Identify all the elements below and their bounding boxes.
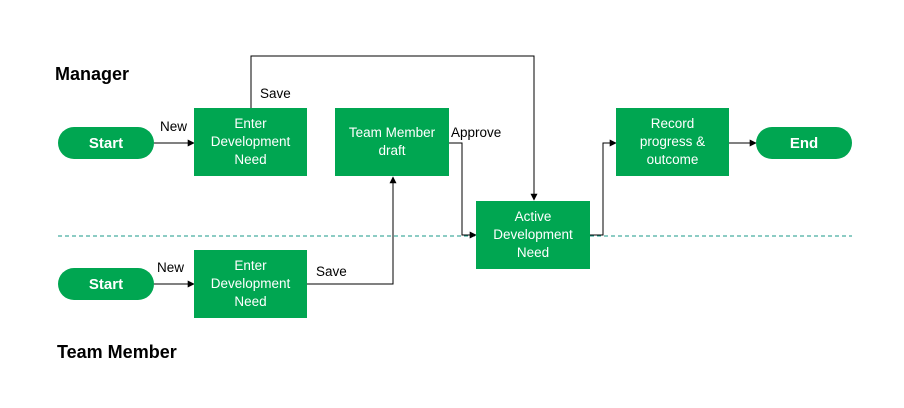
edge-label-tm-new: New — [157, 260, 185, 275]
lane-title-manager: Manager — [55, 64, 130, 84]
connector-approve-to-active — [449, 142, 477, 239]
edge-label-approve: Approve — [451, 125, 502, 140]
manager-enter-need-node: Enter Development Need — [194, 108, 307, 176]
node-label: Enter Development Need — [210, 116, 291, 167]
connector-active-to-record — [590, 139, 617, 236]
node-label: Team Member draft — [348, 125, 436, 158]
node-label: Start — [88, 134, 124, 152]
manager-start-node: Start — [58, 127, 154, 159]
team-member-start-node: Start — [58, 268, 154, 300]
end-node: End — [756, 127, 852, 159]
node-label: Active Development Need — [493, 209, 573, 260]
active-need-node: Active Development Need — [476, 201, 590, 269]
edge-label-manager-save: Save — [260, 86, 291, 101]
record-progress-node: Record progress & outcome — [616, 108, 729, 176]
node-label: End — [789, 134, 819, 152]
node-label: Start — [88, 275, 124, 293]
node-label: Enter Development Need — [210, 258, 291, 309]
team-member-draft-node: Team Member draft — [335, 108, 449, 176]
connector-tm-save-to-draft — [307, 176, 397, 285]
edge-label-manager-new: New — [160, 119, 188, 134]
edge-label-tm-save: Save — [316, 264, 347, 279]
connector-manager-save-to-active — [250, 55, 538, 201]
node-label: Record progress & outcome — [639, 116, 706, 167]
team-member-enter-need-node: Enter Development Need — [194, 250, 307, 318]
lane-title-team-member: Team Member — [57, 342, 177, 362]
